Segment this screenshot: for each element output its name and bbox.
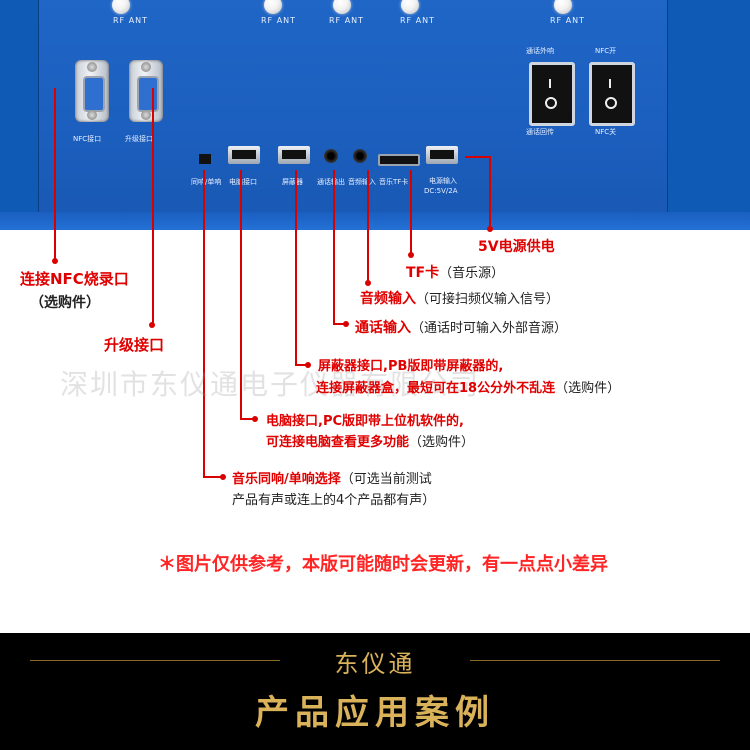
panel-base	[0, 212, 750, 230]
switch-right-bottom-label: NFC关	[595, 128, 617, 136]
power-in-label: 电源输入	[429, 177, 457, 185]
call-callout-dot	[343, 321, 349, 327]
power-annotation: 5V电源供电	[478, 239, 555, 255]
sync-callout-line-h	[203, 476, 223, 478]
tf-callout-line	[410, 170, 412, 254]
tf-callout-dot	[408, 252, 414, 258]
shield-annotation-line2: 连接屏蔽器盒，最短可在18公分外不乱连（选购件）	[316, 381, 621, 396]
call-speaker-switch[interactable]	[529, 62, 575, 126]
shield-port-label: 屏蔽器	[282, 178, 303, 186]
rf-ant-led-5	[554, 0, 572, 14]
upgrade-annotation: 升级接口	[104, 336, 165, 354]
call-callout-line	[333, 170, 335, 325]
computer-port-label: 电脑接口	[229, 178, 257, 186]
rf-ant-led-1	[112, 0, 130, 14]
footer-banner	[0, 633, 750, 750]
music-sync-annotation-line2: 产品有声或连上的4个产品都有声）	[232, 493, 436, 508]
upgrade-port-label: 升级接口	[125, 135, 153, 143]
call-out-label: 通话输出	[317, 178, 345, 186]
nfc-burn-annotation: 连接NFC烧录口	[20, 270, 129, 288]
shield-callout-line-h	[295, 364, 307, 366]
power-usb-port	[426, 146, 458, 164]
computer-usb-port	[228, 146, 260, 164]
nfc-port-label: NFC接口	[73, 135, 102, 143]
nfc-callout-dot	[52, 258, 58, 264]
call-out-jack	[324, 149, 338, 163]
power-spec-label: DC:5V/2A	[424, 187, 458, 195]
rf-ant-led-2	[264, 0, 282, 14]
tf-card-slot	[378, 154, 420, 166]
audio-input-annotation: 音频输入（可接扫频仪输入信号）	[360, 291, 560, 307]
shield-callout-line	[295, 170, 297, 366]
upgrade-callout-dot	[149, 322, 155, 328]
shield-callout-dot	[305, 362, 311, 368]
computer-callout-dot	[252, 416, 258, 422]
shield-usb-port	[278, 146, 310, 164]
upgrade-callout-line	[152, 88, 154, 325]
computer-callout-line	[240, 170, 242, 420]
sync-single-slide-switch[interactable]	[199, 154, 211, 164]
shield-annotation-line1: 屏蔽器接口,PB版即带屏蔽器的,	[318, 359, 504, 374]
call-input-annotation: 通话输入（通话时可输入外部音源）	[355, 320, 568, 336]
device-faceplate: RF ANT RF ANT RF ANT RF ANT RF ANT NFC接口…	[38, 0, 668, 214]
banner-rule-right	[470, 660, 720, 661]
company-watermark: 深圳市东仪通电子仪器有限公司	[60, 368, 481, 401]
rf-ant-label-3: RF ANT	[329, 16, 365, 25]
rf-ant-label-2: RF ANT	[261, 16, 297, 25]
switch-right-top-label: NFC开	[595, 47, 617, 55]
audio-callout-dot	[365, 280, 371, 286]
sync-callout-line	[203, 170, 205, 477]
audio-in-label: 音频输入	[348, 178, 376, 186]
rf-ant-led-4	[401, 0, 419, 14]
computer-callout-line-h	[240, 418, 254, 420]
computer-annotation-line1: 电脑接口,PC版即带上位机软件的,	[266, 414, 464, 429]
banner-rule-left	[30, 660, 280, 661]
nfc-callout-line	[54, 88, 56, 260]
nfc-db9-connector	[75, 60, 109, 122]
upgrade-db9-connector	[129, 60, 163, 122]
disclaimer-note: ＊图片仅供参考，本版可能随时会更新，有一点点小差异	[158, 554, 608, 575]
audio-in-jack	[353, 149, 367, 163]
rf-ant-led-3	[333, 0, 351, 14]
music-sync-annotation: 音乐同响/单响选择（可选当前测试	[232, 472, 432, 487]
call-callout-line-h	[333, 323, 345, 325]
device-panel: RF ANT RF ANT RF ANT RF ANT RF ANT NFC接口…	[0, 0, 750, 230]
switch-left-bottom-label: 通话回传	[526, 128, 554, 136]
audio-callout-line	[367, 170, 369, 282]
banner-title: 产品应用案例	[255, 693, 495, 733]
brand-name: 东仪通	[334, 650, 416, 678]
nfc-switch[interactable]	[589, 62, 635, 126]
rf-ant-label-1: RF ANT	[113, 16, 149, 25]
rf-ant-label-4: RF ANT	[400, 16, 436, 25]
switch-left-top-label: 通话外响	[526, 47, 554, 55]
rf-ant-label-5: RF ANT	[550, 16, 586, 25]
power-callout-dot	[487, 226, 493, 232]
power-callout-line	[489, 156, 491, 228]
sync-callout-dot	[220, 474, 226, 480]
music-tf-label: 音乐TF卡	[379, 178, 409, 186]
computer-annotation-line2: 可连接电脑查看更多功能（选购件）	[266, 435, 475, 450]
power-callout-line-h	[465, 156, 490, 158]
tf-annotation: TF卡（音乐源）	[406, 265, 505, 281]
nfc-burn-note: （选购件）	[30, 295, 100, 311]
sync-single-label: 同响/单响	[191, 178, 222, 186]
